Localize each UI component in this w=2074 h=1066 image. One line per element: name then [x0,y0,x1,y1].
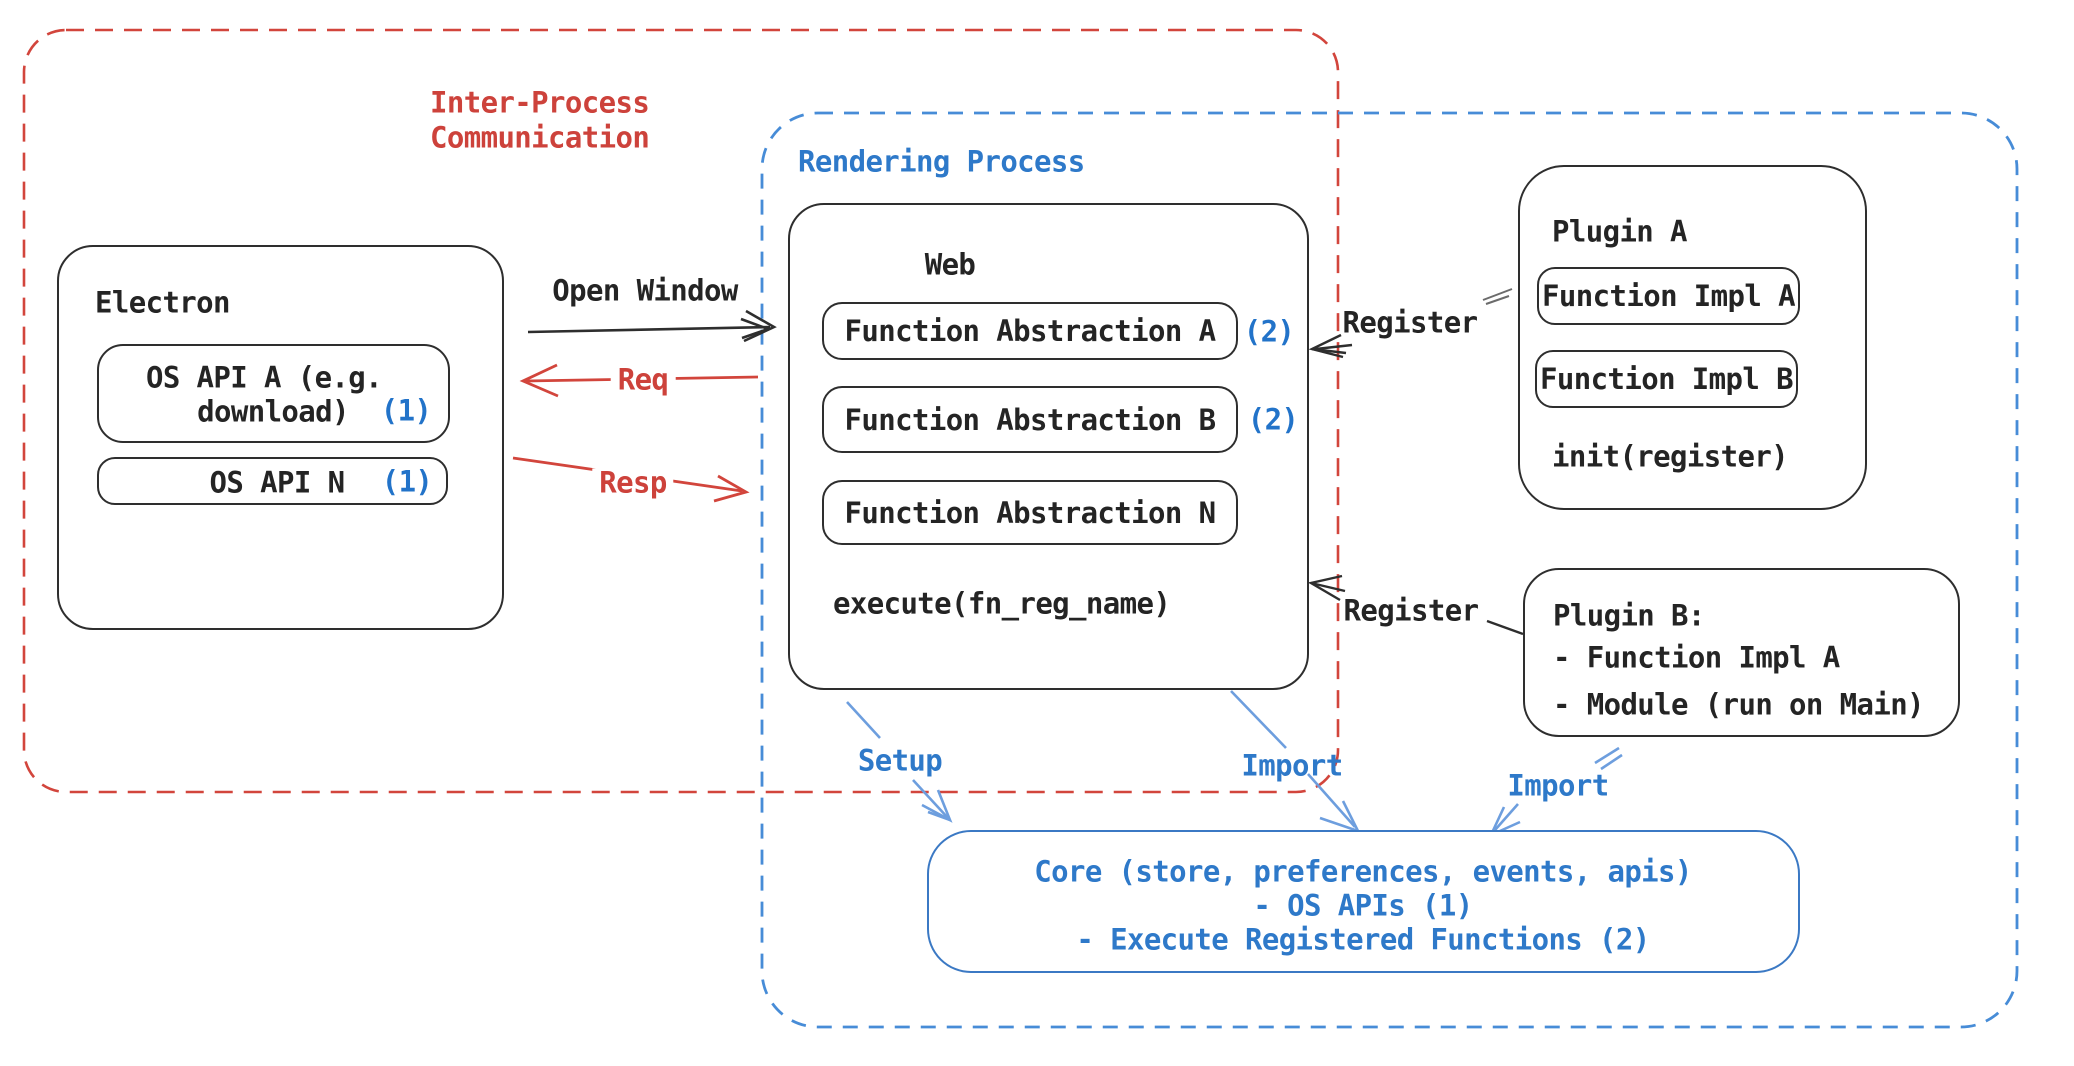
plugin-b-item-2: - Module (run on Main) [1553,687,1925,722]
ipc-group-label-line2: Communication [430,120,650,155]
core-line-1: Core (store, preferences, events, apis) [1034,854,1692,889]
plugin-a-init-label: init(register) [1552,439,1789,474]
plugin-b-item-1: - Function Impl A [1553,640,1840,675]
plugin-a-title: Plugin A [1552,214,1687,249]
os-api-n-badge: (1) [381,464,433,499]
fn-abstraction-a-badge: (2) [1243,314,1295,349]
plugin-a-impl-b-box: Function Impl B [1535,350,1798,408]
open-window-arrow [527,309,777,343]
req-label: Req [610,365,676,395]
register-plugin-b-label: Register [1343,593,1479,628]
plugin-a-impl-b-label: Function Impl B [1540,362,1794,396]
fn-abstraction-n-label: Function Abstraction N [844,495,1217,530]
os-api-n-label: OS API N [209,465,345,500]
plugin-a-impl-a-box: Function Impl A [1537,267,1800,325]
os-api-a-label-line1: OS API A (e.g. [145,360,383,395]
os-api-a-badge: (1) [380,393,432,428]
open-window-label: Open Window [552,273,738,308]
fn-abstraction-b-box: Function Abstraction B [822,386,1238,453]
fn-abstraction-b-badge: (2) [1247,402,1299,437]
core-line-3: - Execute Registered Functions (2) [1076,922,1650,957]
register-plugin-a-label: Register [1342,305,1478,340]
setup-label: Setup [857,743,943,778]
os-api-n-box [97,457,448,505]
plugin-a-box [1518,165,1867,510]
execute-label: execute(fn_reg_name) [833,586,1171,621]
plugin-b-title: Plugin B: [1553,598,1705,633]
ipc-group-label-line1: Inter-Process [430,85,650,120]
os-api-a-label-line2: download) [197,394,349,429]
fn-abstraction-a-box: Function Abstraction A [822,302,1238,360]
import-web-label: Import [1241,748,1343,783]
plugin-a-impl-a-label: Function Impl A [1542,279,1796,313]
core-box [927,830,1800,973]
electron-title: Electron [95,285,230,320]
rendering-group-label: Rendering Process [798,144,1085,179]
web-title: Web [924,247,976,282]
os-api-a-box [97,344,450,443]
fn-abstraction-a-label: Function Abstraction A [844,314,1217,348]
import-plugin-b-label: Import [1507,768,1609,803]
plugin-b-box [1523,568,1960,737]
resp-label: Resp [592,468,674,498]
core-line-2: - OS APIs (1) [1253,888,1473,923]
fn-abstraction-n-box: Function Abstraction N [822,480,1238,545]
fn-abstraction-b-label: Function Abstraction B [844,402,1217,437]
